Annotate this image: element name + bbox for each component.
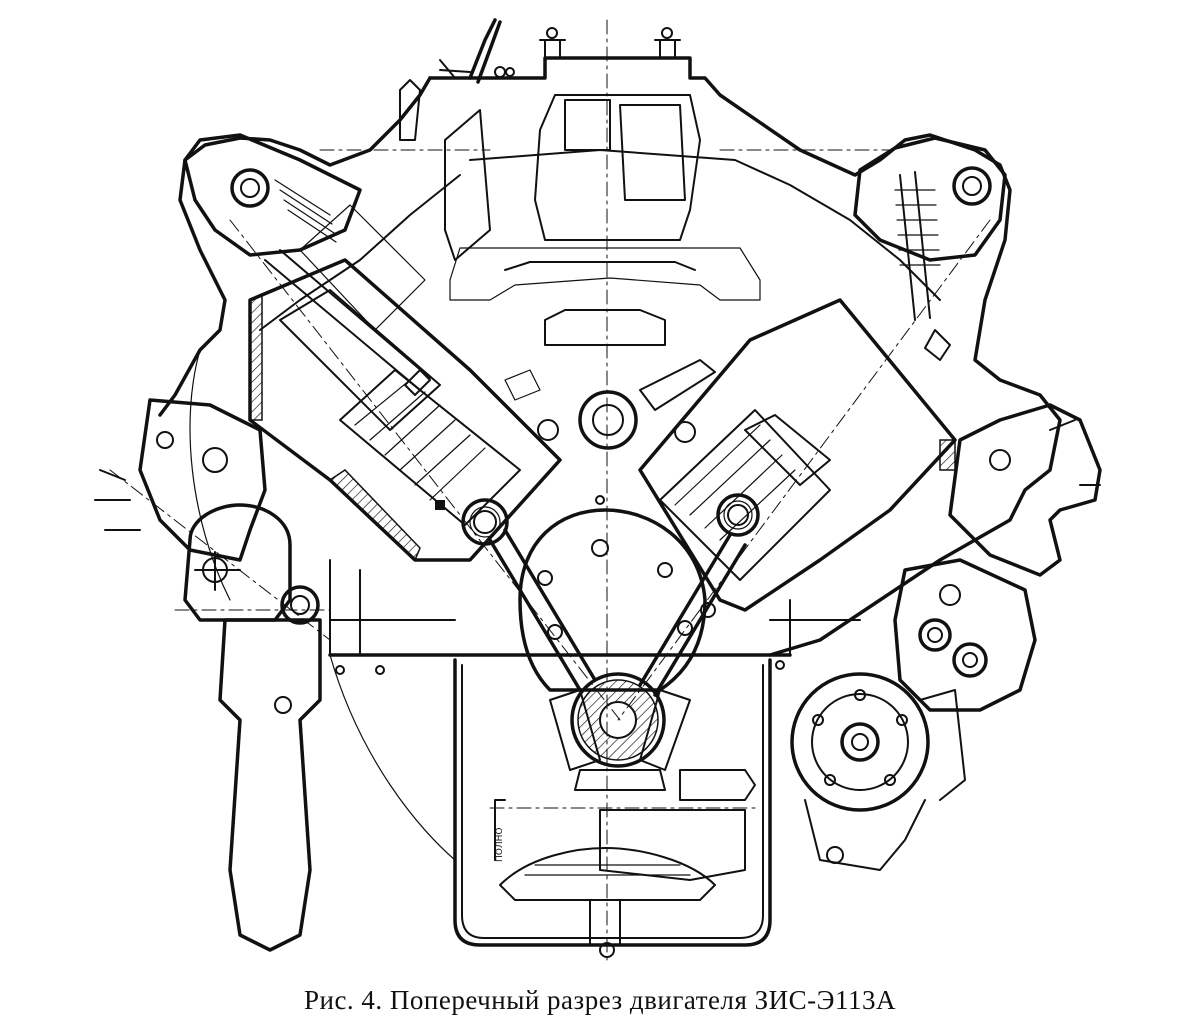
- oil-pan: [328, 653, 792, 958]
- figure-caption: Рис. 4. Поперечный разрез двигателя ЗИС-…: [303, 985, 896, 1015]
- engine-cross-section-drawing: ПОЛНО: [94, 18, 1102, 961]
- oil-level-mark: ПОЛНО: [494, 799, 506, 862]
- right-rocker-cover: [853, 136, 1007, 361]
- oil-level-label: ПОЛНО: [495, 828, 505, 862]
- crankcase-lower: [189, 349, 861, 861]
- generator-and-starter: [790, 558, 1037, 871]
- left-rocker-cover: [183, 133, 431, 396]
- top-bolts: [494, 27, 681, 78]
- center-lines: [109, 19, 991, 961]
- left-cylinder-bank: [248, 204, 562, 562]
- left-water-pump-assembly: [94, 398, 322, 952]
- right-cylinder-bank: [638, 298, 957, 612]
- right-exhaust-manifold: [948, 403, 1102, 577]
- oil-filler-pipe: [399, 18, 502, 261]
- crankshaft-and-connecting-rods: [488, 359, 747, 791]
